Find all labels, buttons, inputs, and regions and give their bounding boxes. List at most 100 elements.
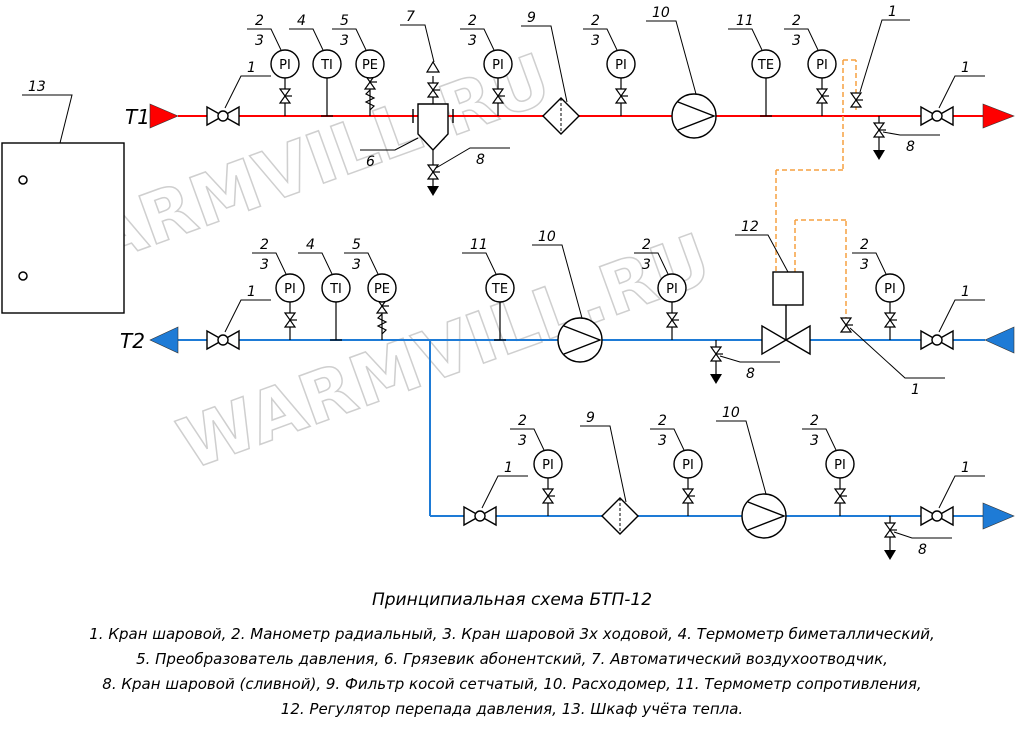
leader-label: 8 bbox=[918, 542, 927, 558]
filter bbox=[601, 497, 639, 535]
t2-outlet-arrow bbox=[149, 326, 179, 354]
callout-gauge: 11 bbox=[728, 13, 763, 51]
valve-bottom bbox=[283, 318, 297, 328]
valve-bottom bbox=[883, 318, 897, 328]
gauge-text: TI bbox=[329, 282, 342, 297]
leader-label: 6 bbox=[366, 154, 375, 170]
gauge-text: TE bbox=[757, 58, 774, 73]
leader-label: 7 bbox=[406, 9, 415, 25]
callout-8: 8 bbox=[435, 147, 510, 169]
valve-top bbox=[681, 488, 695, 498]
callout-12: 12 bbox=[735, 219, 789, 273]
callout-gauge: 23 bbox=[252, 237, 287, 275]
drain-valve bbox=[872, 116, 886, 160]
leader-line bbox=[247, 28, 282, 51]
gauge-pi: PI bbox=[875, 273, 905, 340]
sludge-arrow bbox=[427, 186, 439, 196]
leader-line bbox=[634, 252, 669, 275]
leader-line bbox=[521, 25, 568, 103]
leader-line bbox=[849, 327, 945, 379]
callout-gauge: 4 bbox=[298, 237, 333, 275]
leader-label: 2 bbox=[255, 13, 264, 29]
branch-outlet-arrow bbox=[982, 502, 1015, 530]
callout-gauge: 53 bbox=[332, 13, 367, 51]
valve-top bbox=[833, 488, 847, 498]
drain-arrow bbox=[710, 374, 722, 384]
leader-label: 2 bbox=[591, 13, 600, 29]
label-t1: Т1 bbox=[125, 105, 150, 129]
gauge-text: PI bbox=[492, 58, 504, 73]
gauge-pi: PI bbox=[483, 49, 513, 116]
leader-line bbox=[938, 75, 985, 109]
leader-label: 8 bbox=[906, 139, 915, 155]
valve-ball bbox=[931, 334, 943, 346]
gauge-pe: PE bbox=[367, 273, 397, 340]
leader-label: 9 bbox=[527, 10, 536, 26]
gauge-circle bbox=[485, 273, 515, 303]
leader-line bbox=[859, 19, 910, 93]
leader-line bbox=[224, 299, 271, 333]
leader-line bbox=[650, 428, 685, 451]
leader-label: 10 bbox=[652, 5, 670, 21]
callout-1: 1 bbox=[224, 284, 271, 333]
leader-label: 2 bbox=[642, 237, 651, 253]
gauge-pi: PI bbox=[275, 273, 305, 340]
valve-top bbox=[283, 312, 297, 322]
legend-line-1: 1. Кран шаровой, 2. Манометр радиальный,… bbox=[89, 625, 935, 643]
leader-label: 1 bbox=[911, 382, 920, 398]
valve-bottom bbox=[833, 494, 847, 504]
ball-valve bbox=[463, 505, 497, 527]
leader-label: 3 bbox=[591, 33, 600, 49]
gauge-circle bbox=[657, 273, 687, 303]
leader-label: 2 bbox=[792, 13, 801, 29]
drain-arrow bbox=[873, 150, 885, 160]
leader-label: 3 bbox=[468, 33, 477, 49]
air-vent bbox=[425, 60, 441, 73]
leader-line bbox=[435, 147, 510, 169]
gauge-te: TE bbox=[485, 273, 515, 341]
valve-top bbox=[491, 88, 505, 98]
valve-top bbox=[426, 164, 440, 174]
valve-top bbox=[614, 88, 628, 98]
gauge-pi: PI bbox=[825, 449, 855, 516]
valve-bottom bbox=[426, 88, 440, 98]
callout-8: 8 bbox=[719, 355, 780, 382]
gauge-circle bbox=[312, 49, 342, 79]
valve-left bbox=[206, 105, 225, 127]
callout-gauge: 11 bbox=[462, 237, 497, 275]
valve-left bbox=[463, 505, 482, 527]
callout-10: 10 bbox=[716, 405, 767, 495]
flowmeter-body bbox=[557, 317, 603, 363]
callout-gauge: 23 bbox=[510, 413, 545, 451]
callout-1: 1 bbox=[938, 60, 985, 109]
leader-label: 1 bbox=[888, 4, 897, 20]
gauge-pi: PI bbox=[657, 273, 687, 340]
valve-bottom bbox=[278, 94, 292, 104]
filter bbox=[542, 97, 580, 135]
metering-cabinet bbox=[1, 142, 125, 314]
callout-1: 1 bbox=[859, 4, 910, 93]
leader-label: 8 bbox=[746, 366, 755, 382]
collector-body bbox=[417, 103, 449, 152]
drain-valve bbox=[883, 516, 897, 560]
leader-label: 3 bbox=[340, 33, 349, 49]
leader-label: 3 bbox=[658, 433, 667, 449]
leader-label: 12 bbox=[741, 219, 759, 235]
ball-valve bbox=[206, 105, 240, 127]
valve-right bbox=[221, 105, 240, 127]
callout-1: 1 bbox=[938, 460, 985, 509]
t1-outlet-arrow bbox=[982, 103, 1015, 129]
callout-8: 8 bbox=[882, 131, 940, 155]
gauge-coil bbox=[364, 89, 376, 111]
callout-13: 13 bbox=[22, 79, 73, 144]
gauge-circle bbox=[483, 49, 513, 79]
flowmeter-body bbox=[671, 93, 717, 139]
callout-gauge: 53 bbox=[344, 237, 379, 275]
pressure-regulator bbox=[761, 271, 811, 356]
impulse-valve-t2 bbox=[839, 317, 853, 333]
callout-10: 10 bbox=[532, 229, 583, 319]
leader-label: 3 bbox=[255, 33, 264, 49]
callout-7: 7 bbox=[400, 9, 435, 63]
gauge-ti: TI bbox=[321, 273, 351, 341]
